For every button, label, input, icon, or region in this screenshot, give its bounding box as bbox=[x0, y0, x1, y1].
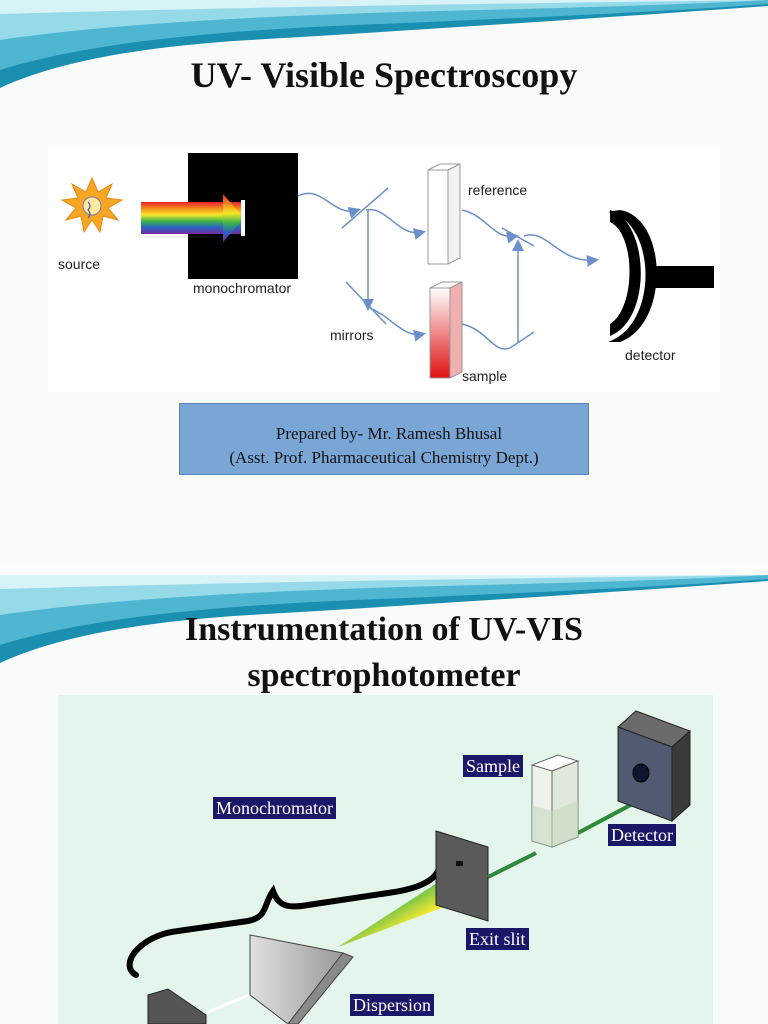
reference-label: reference bbox=[468, 182, 527, 198]
detector-box bbox=[617, 710, 691, 823]
monochromator-tag: Monochromator bbox=[213, 797, 336, 819]
sample-cuvette bbox=[429, 281, 463, 379]
instrumentation-diagram: Sample Monochromator Detector Exit slit … bbox=[58, 695, 713, 1024]
detector-icon bbox=[608, 210, 714, 342]
light-source-icon bbox=[60, 176, 124, 234]
slide-1-title: UV- Visible Spectroscopy bbox=[190, 55, 578, 95]
dispersion-prism bbox=[249, 934, 354, 1024]
mirrors-label: mirrors bbox=[330, 327, 374, 343]
lower-mirror bbox=[345, 281, 387, 325]
exit-slit-tag: Exit slit bbox=[466, 928, 529, 950]
monochromator-slit bbox=[241, 200, 245, 236]
credit-line-1: Prepared by- Mr. Ramesh Bhusal bbox=[275, 424, 503, 443]
schematic-svg: source monochromator mirrors bbox=[58, 153, 714, 384]
header-swoosh-decoration bbox=[0, 0, 768, 88]
slide-2-title-line-1: Instrumentation of UV-VIS bbox=[185, 611, 583, 648]
header-swoosh-decoration bbox=[0, 575, 768, 663]
entrance-slit-plate bbox=[147, 988, 207, 1024]
detector-tag: Detector bbox=[608, 824, 676, 846]
slide-2: Instrumentation of UV-VIS spectrophotome… bbox=[0, 575, 768, 1024]
monochromatic-beam bbox=[487, 851, 537, 879]
slide-2-title-line-2: spectrophotometer bbox=[247, 657, 521, 694]
recombining-mirror bbox=[509, 331, 535, 349]
source-label: source bbox=[58, 256, 100, 272]
instrumentation-svg bbox=[126, 710, 691, 1024]
credit-line-2: (Asst. Prof. Pharmaceutical Chemistry De… bbox=[229, 448, 539, 467]
sample-label: sample bbox=[462, 368, 507, 384]
uv-vis-schematic-diagram: source monochromator mirrors bbox=[48, 148, 720, 392]
beam-path bbox=[297, 192, 361, 219]
detector-label: detector bbox=[625, 347, 676, 363]
dispersion-tag: Dispersion bbox=[350, 994, 434, 1016]
reference-cuvette bbox=[427, 163, 461, 265]
monochromator-brace bbox=[126, 868, 441, 978]
sample-cuvette-3d bbox=[530, 754, 580, 848]
author-credit-box: Prepared by- Mr. Ramesh Bhusal (Asst. Pr… bbox=[179, 403, 589, 475]
sample-tag: Sample bbox=[463, 755, 523, 777]
slide-1: UV- Visible Spectroscopy bbox=[0, 0, 768, 475]
exit-slit-plate bbox=[435, 830, 489, 922]
slide-2-title: Instrumentation of UV-VIS spectrophotome… bbox=[0, 607, 768, 699]
monochromator-label: monochromator bbox=[193, 280, 291, 296]
slide-separator bbox=[0, 565, 768, 575]
beam-splitter-mirror bbox=[341, 187, 389, 229]
